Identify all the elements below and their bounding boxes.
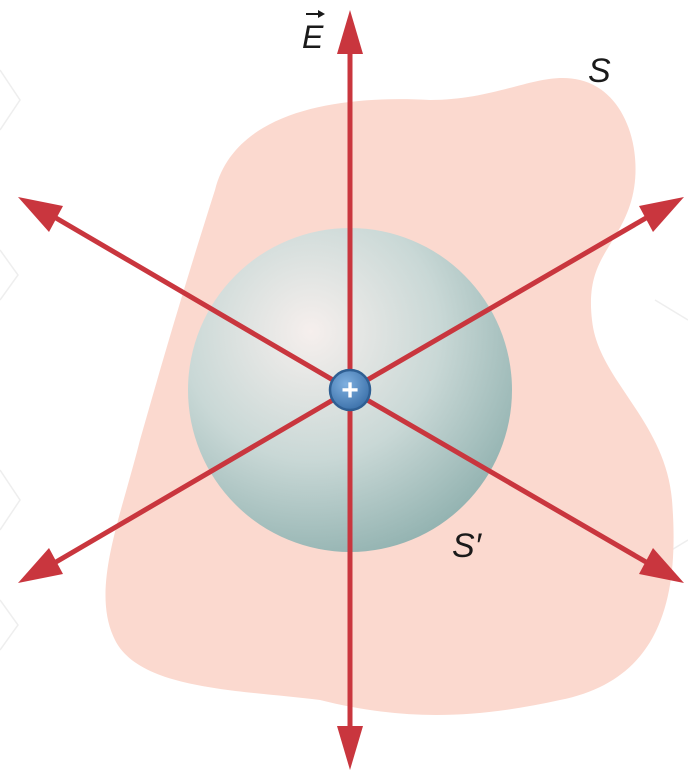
arrowhead-down [337,726,363,770]
outer-surface-label: S [588,52,611,90]
arrowhead-up [337,10,363,54]
field-label-e: E [302,10,325,55]
arrowhead-upper-left [18,197,63,232]
inner-surface-label: S′ [452,527,483,565]
vector-arrow-icon [306,10,325,18]
charge-sign: + [341,374,359,407]
arrowhead-upper-right [639,197,684,232]
field-label: E [302,19,324,55]
arrowhead-lower-left [18,548,63,583]
positive-charge: + [330,370,370,410]
